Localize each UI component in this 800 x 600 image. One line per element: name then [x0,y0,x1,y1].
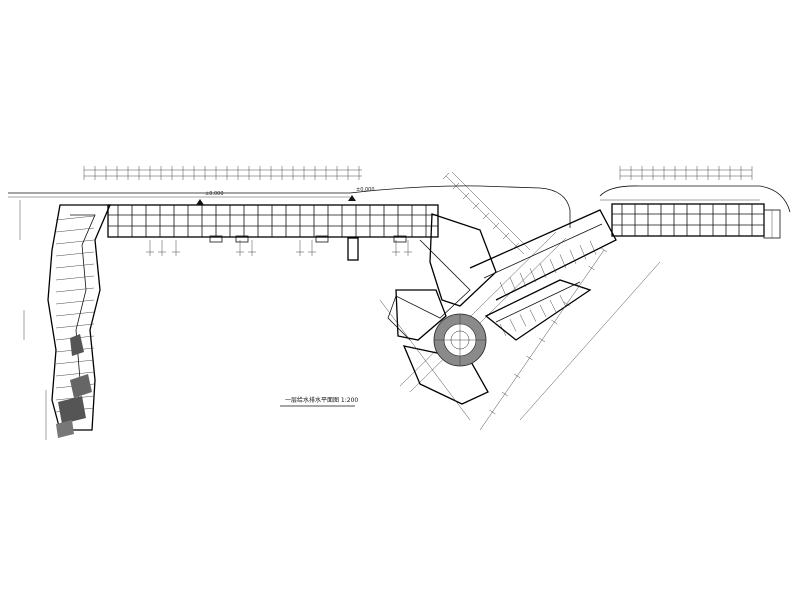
plan-line [502,232,510,240]
plan-line [549,299,557,313]
svg-text:±0.000: ±0.000 [205,191,224,197]
plan-line [519,272,527,287]
plan-line [55,251,95,257]
top-building-strip [107,204,439,261]
hatched-core [58,396,86,424]
plan-line [499,281,507,297]
plan-line [452,182,460,190]
level-marker: ±0.000 [196,191,224,205]
plan-line [55,359,95,365]
plan-line [501,391,508,397]
plan-line [563,301,570,307]
plan-line [512,242,520,250]
plan-line [462,192,470,200]
plan-line [472,202,480,210]
plan-line [588,265,595,271]
plan-line [559,254,567,269]
plan-line [559,295,567,308]
plan-line [514,373,521,379]
plan-line [55,371,95,377]
plan-line [579,245,587,260]
plan-line [526,355,533,361]
plan-line [529,268,537,283]
level-marker: ±0.000 [348,187,375,201]
left-wing [19,200,111,440]
plan-line [482,212,490,220]
svg-text:一层给水排水平面图 1:200: 一层给水排水平面图 1:200 [285,396,358,404]
hatched-core [70,374,92,398]
plan-line [549,258,557,274]
plan-line [589,240,597,255]
hatched-core [70,334,84,356]
hatched-core [56,420,74,438]
plan-line [55,275,95,281]
right-building-strip [611,203,781,239]
diagonal-dimension-chains [379,171,661,431]
plan-line [576,283,583,289]
plan-line [509,277,517,292]
svg-text:±0.000: ±0.000 [356,187,375,193]
plan-line [569,249,577,264]
plan-line [600,247,608,253]
plan-line [539,304,547,317]
plan-line [55,323,95,329]
plumbing-stubs-top [146,240,412,256]
plan-line [55,287,95,293]
plan-line [538,337,546,343]
drawing-title: 一层给水排水平面图 1:200 [280,396,358,407]
top-dimension-chain-right [619,166,753,180]
plan-line [55,263,95,269]
plan-line [55,227,95,233]
top-dimension-chain-left [83,166,362,180]
plan-line [492,222,500,230]
plan-line [539,263,547,278]
plan-line [55,299,95,305]
plan-line [551,319,558,325]
diagonal-wing [387,209,617,405]
plan-line [55,239,95,245]
round-plaza [433,313,487,367]
plan-line [442,172,450,180]
plan-line [529,309,537,322]
site-road-boundary [8,185,791,393]
plan-line [55,215,95,221]
plan-line [509,319,517,332]
plan-line [489,409,496,415]
plan-line [55,311,95,317]
plan-line [519,314,527,327]
